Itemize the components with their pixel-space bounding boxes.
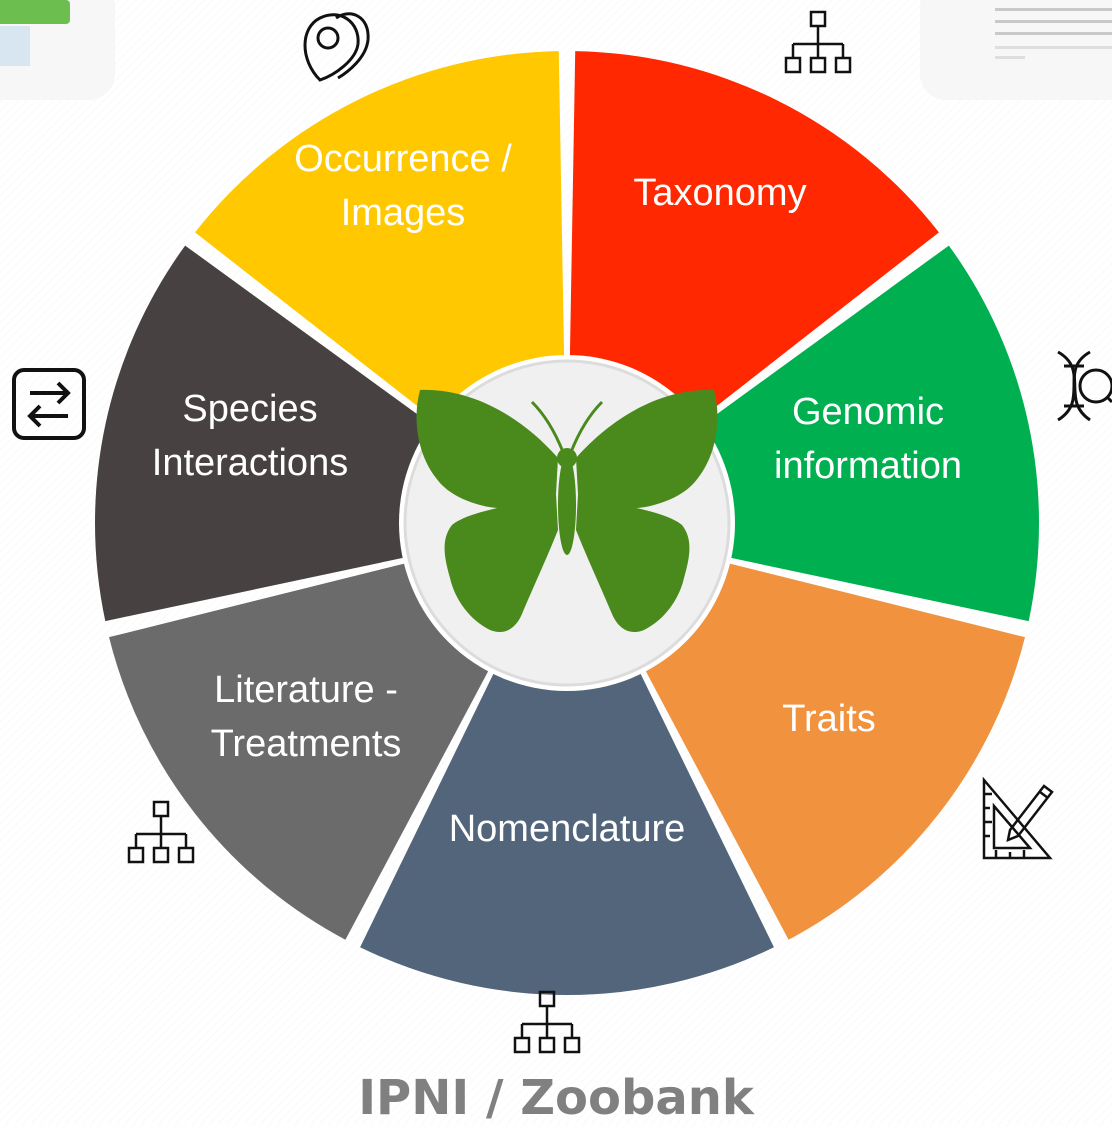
segment-occurrence	[195, 51, 565, 425]
hierarchy-icon	[127, 800, 195, 864]
segment-label-literature: Literature -	[214, 669, 398, 711]
segment-label-nomenclature: Nomenclature	[449, 808, 686, 850]
segment-label-occurrence: Occurrence /	[294, 138, 512, 180]
segment-genomic	[696, 245, 1039, 622]
segment-label-species-interactions: Interactions	[152, 442, 348, 484]
segment-label-genomic: information	[774, 445, 962, 487]
segment-traits	[642, 561, 1025, 940]
hierarchy-icon	[513, 990, 581, 1054]
footer-label: IPNI / Zoobank	[358, 1070, 754, 1126]
exchange-arrows-icon	[12, 368, 86, 440]
segment-label-occurrence: Images	[341, 192, 466, 234]
hierarchy-icon	[784, 10, 852, 74]
segment-label-species-interactions: Species	[182, 388, 317, 430]
segment-nomenclature	[360, 666, 774, 995]
segment-label-literature: Treatments	[211, 723, 402, 765]
background-screenshot-left	[0, 0, 115, 100]
ruler-pencil-icon	[982, 776, 1054, 860]
segment-label-taxonomy: Taxonomy	[633, 172, 806, 214]
segment-label-genomic: Genomic	[792, 391, 944, 433]
butterfly-icon	[416, 389, 718, 633]
map-pin-icon	[303, 12, 370, 82]
dna-search-icon	[1057, 350, 1112, 422]
segment-species-interactions	[95, 245, 438, 622]
segment-taxonomy	[569, 51, 939, 425]
segment-literature	[109, 561, 492, 940]
background-screenshot-right	[920, 0, 1112, 100]
segment-label-traits: Traits	[782, 698, 876, 740]
